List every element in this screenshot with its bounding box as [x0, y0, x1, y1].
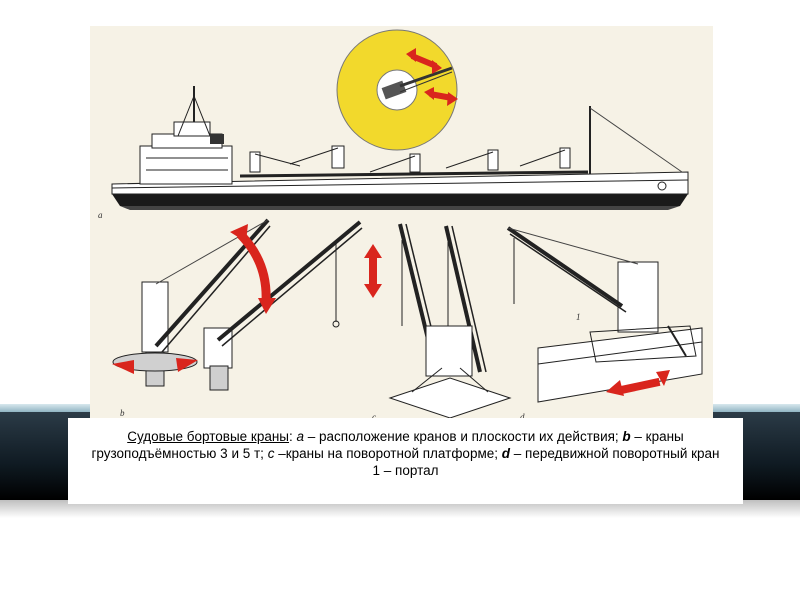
crane-illustration: a	[90, 26, 713, 422]
label-a: a	[98, 210, 103, 220]
caption-part: – краны грузоподъёмностью 3 и 5 т;	[91, 429, 684, 461]
caption-text: Судовые бортовые краны: a – расположение…	[76, 428, 735, 479]
label-b: b	[120, 408, 125, 418]
panel-d-crane	[506, 226, 703, 403]
caption-letter-c: c	[267, 446, 275, 461]
caption-part: – передвижной поворотный кран	[510, 446, 720, 461]
caption-part: :	[289, 429, 297, 444]
rotation-zone	[336, 29, 458, 151]
label-c: c	[372, 412, 376, 422]
caption-box: Судовые бортовые краны: a – расположение…	[68, 418, 743, 504]
panel-c-cranes	[388, 223, 512, 419]
caption-letter-b: b	[622, 429, 631, 444]
caption-lead: Судовые бортовые краны	[127, 429, 289, 444]
label-1: 1	[576, 312, 581, 322]
caption-letter-d: d	[501, 446, 510, 461]
panel-b-cranes	[112, 218, 382, 391]
label-d: d	[520, 412, 525, 422]
crane-drawing: a	[98, 29, 703, 422]
caption-part: –краны на поворотной платформе;	[274, 446, 502, 461]
caption-part: – расположение кранов и плоскости их дей…	[304, 429, 623, 444]
caption-line2: 1 – портал	[372, 463, 439, 478]
caption-letter-a: a	[296, 429, 305, 444]
ship	[111, 86, 689, 210]
band-shadow	[0, 500, 800, 518]
